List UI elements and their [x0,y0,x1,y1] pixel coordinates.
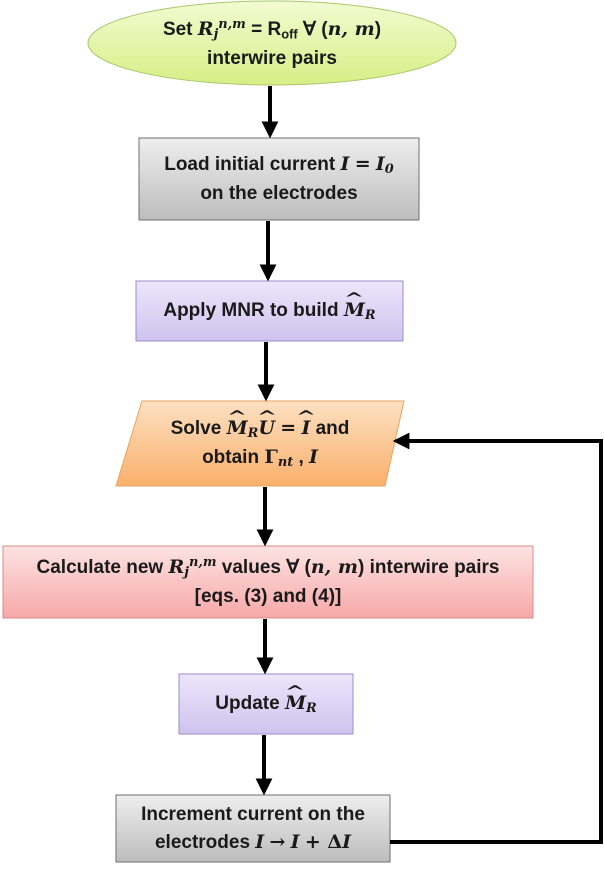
increment-box [115,794,391,863]
start-label: Set Rjn,m = Roff ∀ (n, m) interwire pair… [162,16,382,69]
solve-parallelogram [115,400,405,487]
start-ellipse [87,0,457,86]
solve-label: Solve MRU = I and obtain Γnt , I [116,401,404,486]
load-box [138,137,420,221]
increment-label: Increment current on the electrodes I → … [141,803,365,853]
load-label: Load initial current I = I0 on the elect… [164,152,394,204]
update-box [178,673,354,735]
calculate-box [2,545,534,619]
apply-label: Apply MNR to build MR [136,281,403,341]
update-label: Update MR [179,674,353,734]
calculate-label: Calculate new Rjn,m values ∀ (n, m) inte… [36,554,500,607]
arrow-loop-back-to-solve [390,432,603,844]
